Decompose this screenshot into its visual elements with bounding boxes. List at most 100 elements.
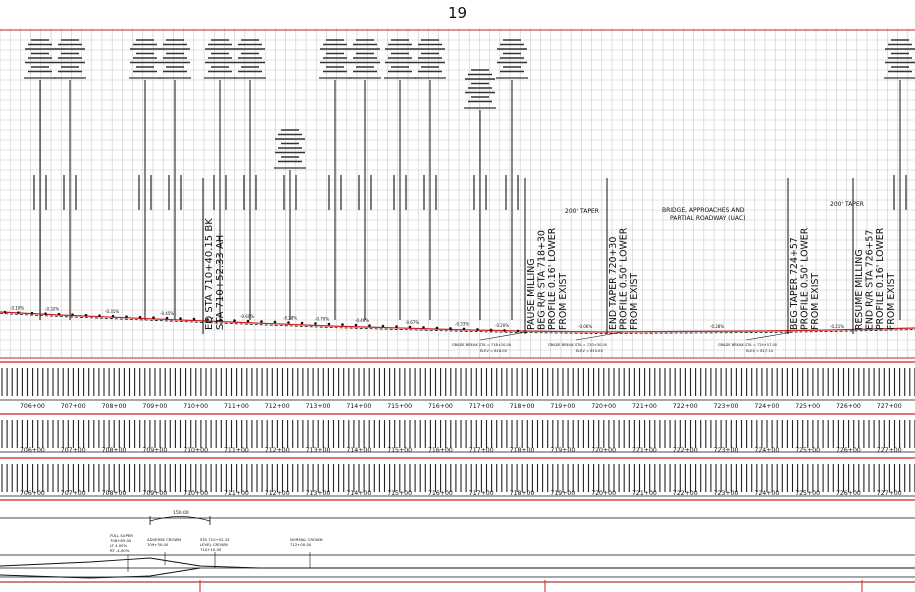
profile-point: [179, 317, 182, 320]
vertical-note: PROFILE 0.50' LOWER: [619, 227, 630, 330]
vertical-note: FROM EXIST: [810, 273, 821, 330]
profile-point: [476, 328, 479, 331]
station-label: 718+00: [510, 403, 535, 410]
station-label: 722+00: [673, 490, 698, 497]
level-crown-label: LEVEL CROWN: [200, 542, 228, 547]
station-label: 720+00: [591, 403, 616, 410]
profile-point: [395, 325, 398, 328]
grade-label: -0.32%: [45, 307, 59, 312]
super-transition-line: [0, 567, 201, 579]
grade-label: -0.21%: [830, 324, 844, 329]
profile-point: [84, 313, 88, 317]
grade-label: -0.60%: [240, 314, 254, 319]
station-label: 725+00: [795, 403, 820, 410]
profile-point: [368, 324, 371, 327]
profile-point: [125, 315, 128, 318]
proposed-profile: [0, 311, 915, 333]
profile-point: [192, 317, 196, 321]
profile-point: [381, 324, 385, 328]
station-label: 725+00: [795, 447, 820, 454]
station-label: 721+00: [632, 403, 657, 410]
station-label: 710+00: [183, 490, 208, 497]
super-length-label: 150.00: [173, 510, 189, 516]
full-super-label: LT 4.00%: [110, 543, 128, 548]
station-label: 712+00: [265, 447, 290, 454]
station-label: 713+00: [306, 403, 331, 410]
profile-point: [57, 312, 61, 316]
profile-point: [449, 327, 452, 330]
station-label: 710+00: [183, 447, 208, 454]
profile-point: [354, 323, 358, 327]
profile-point: [408, 325, 412, 329]
station-label: 714+00: [346, 490, 371, 497]
station-label: 706+00: [20, 447, 45, 454]
grade-break-label: ELEV = 815.63: [576, 349, 603, 353]
profile-point: [327, 322, 331, 326]
profile-point: [300, 321, 304, 325]
station-label: 727+00: [877, 403, 902, 410]
super-length-arc: [149, 516, 211, 522]
grade-break-label: GRADE BREAK STA = 718+20.00: [452, 343, 512, 347]
normal-crown-label: NORMAL CROWN: [290, 537, 323, 542]
super-transition-line: [0, 557, 915, 569]
vertical-note: PROFILE 0.16' LOWER: [875, 227, 886, 330]
vertical-note: PROFILE 0.50' LOWER: [800, 227, 811, 330]
taper-label: 200' TAPER: [565, 208, 599, 215]
vertical-note: FROM EXIST: [886, 273, 897, 330]
adverse-crown-label: ADVERSE CROWN: [147, 537, 181, 542]
station-label: 717+00: [469, 490, 494, 497]
profile-point: [3, 310, 7, 314]
station-label: 726+00: [836, 447, 861, 454]
station-label: 709+00: [142, 403, 167, 410]
profile-point: [152, 316, 155, 319]
grade-break-leader: [745, 331, 794, 341]
normal-crown-label: 712+00.00: [290, 542, 312, 547]
profile-point: [435, 326, 439, 330]
profile-point: [489, 328, 493, 332]
station-label: 720+00: [591, 490, 616, 497]
station-label: 707+00: [61, 447, 86, 454]
grade-break-leader: [575, 331, 624, 341]
station-label: 708+00: [102, 447, 127, 454]
station-label: 708+00: [102, 403, 127, 410]
grade-label: -0.20%: [495, 323, 509, 328]
profile-point: [260, 320, 263, 323]
profile-point: [17, 311, 20, 314]
profile-point: [165, 316, 169, 320]
profile-point: [287, 321, 290, 324]
station-label: 726+00: [836, 490, 861, 497]
profile-point: [314, 322, 317, 325]
vertical-note: PROFILE 0.16' LOWER: [547, 227, 558, 330]
station-label: 720+00: [591, 447, 616, 454]
profile-point: [422, 326, 425, 329]
station-label: 715+00: [387, 490, 412, 497]
grade-break-label: GRADE BREAK STA = 724+57.00: [718, 343, 778, 347]
profile-grid: [0, 28, 915, 359]
grade-break-label: ELEV = 817.14: [746, 349, 774, 353]
profile-point: [98, 314, 101, 317]
station-label: 722+00: [673, 403, 698, 410]
station-label: 717+00: [469, 403, 494, 410]
station-label: 707+00: [61, 490, 86, 497]
station-label: 723+00: [714, 490, 739, 497]
station-label: 716+00: [428, 490, 453, 497]
grade-label: -0.28%: [710, 324, 724, 329]
station-label: 723+00: [714, 447, 739, 454]
station-label: 713+00: [306, 447, 331, 454]
profile-point: [516, 329, 520, 333]
station-label: 706+00: [20, 403, 45, 410]
station-label: 710+00: [183, 403, 208, 410]
grade-break-label: GRADE BREAK STA = 720+30.00: [548, 343, 608, 347]
grade-label: -0.31%: [105, 309, 119, 314]
station-label: 707+00: [61, 403, 86, 410]
grade-label: -0.49%: [355, 318, 369, 323]
station-label: 716+00: [428, 403, 453, 410]
profile-grade-line: [0, 310, 915, 334]
grade-label: -0.06%: [578, 324, 592, 329]
existing-profile: [0, 313, 915, 334]
grade-label: -0.45%: [160, 311, 174, 316]
station-label: 715+00: [387, 403, 412, 410]
